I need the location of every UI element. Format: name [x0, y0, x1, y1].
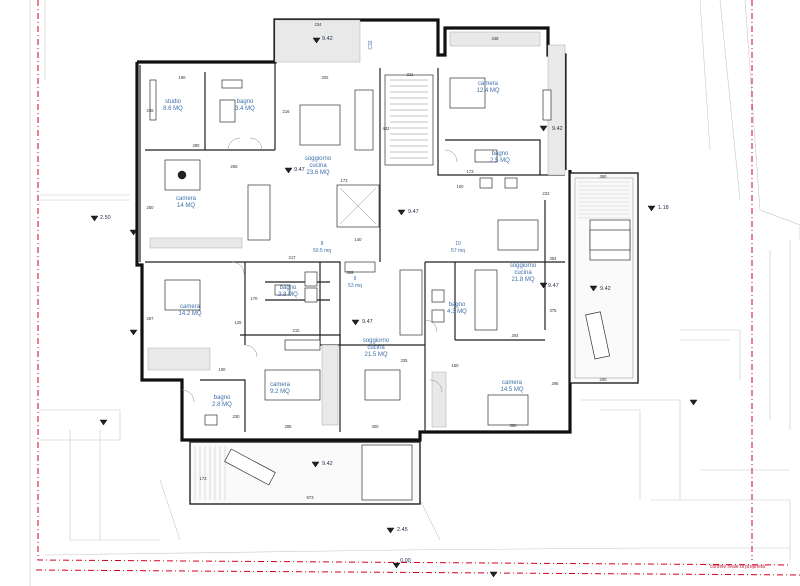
- dim-170: 170: [251, 296, 259, 301]
- room-soggiorno-a-area: 23.6 MQ: [306, 170, 329, 176]
- room-camera-w-area: 14 MQ: [177, 203, 195, 209]
- dim-302: 302: [322, 75, 330, 80]
- dim-265: 265: [231, 164, 239, 169]
- dim-300: 300: [372, 424, 380, 429]
- elev-ground: 0.00: [400, 558, 411, 564]
- dim-125: 125: [235, 320, 243, 325]
- elev-center: 9.47: [362, 319, 373, 325]
- elev-bottom: 2.45: [397, 527, 408, 533]
- apt-tag-9: 9: [354, 276, 357, 282]
- property-boundary: confine reale di proprietà: [35, 0, 800, 576]
- interior-walls: [145, 62, 565, 432]
- dim-280: 280: [193, 143, 201, 148]
- room-camera-se-name: camera: [502, 380, 523, 386]
- dim-375: 375: [550, 308, 558, 313]
- elev-ne: 9.42: [552, 126, 563, 132]
- room-bagno-sw-area: 2.8 MQ: [212, 402, 232, 408]
- property-line-label: confine reale di proprietà: [710, 564, 765, 570]
- dim-369: 369: [347, 270, 355, 275]
- room-soggiorno-c-name2: cucina: [367, 345, 385, 351]
- elevation-markers: 9.42 9.47 9.47 9.42 9.47 9.47 9.42 9.42 …: [90, 36, 698, 578]
- dim-335: 335: [401, 358, 409, 363]
- dim-210: 210: [293, 328, 301, 333]
- dim-354: 354: [550, 256, 558, 261]
- room-bagno-ne-area: 2.5 MQ: [490, 158, 510, 164]
- dim-285: 285: [285, 424, 293, 429]
- furniture: [147, 31, 631, 486]
- room-camera-ne-name: camera: [478, 81, 499, 87]
- elev-right: 1.18: [658, 205, 669, 211]
- dim-211: 211: [407, 72, 414, 77]
- stair-core: [336, 74, 434, 273]
- dim-230: 230: [233, 414, 241, 419]
- room-labels: studio 8.6 MQ bagno 3.4 MQ soggiorno cuc…: [163, 81, 537, 408]
- room-studio-area: 8.6 MQ: [163, 106, 183, 112]
- room-soggiorno-e-name1: soggiorno: [510, 263, 537, 269]
- room-camera-w-name: camera: [176, 196, 197, 202]
- dim-150: 150: [452, 363, 460, 368]
- apt-tag-8-area: 50.5 mq: [313, 248, 331, 254]
- dim-200: 200: [600, 377, 608, 382]
- room-soggiorno-a-name1: soggiorno: [305, 156, 332, 162]
- room-camera-ne-area: 12.4 MQ: [476, 88, 499, 94]
- dim-304: 304: [512, 333, 520, 338]
- dim-216: 216: [283, 109, 291, 114]
- room-soggiorno-e-name2: cucina: [514, 270, 532, 276]
- dim-173: 173: [467, 169, 475, 174]
- elev-left: 2.50: [100, 215, 111, 221]
- dim-442: 442: [383, 126, 391, 131]
- dim-250: 250: [147, 205, 155, 210]
- dim-217: 217: [289, 255, 297, 260]
- room-bagno-c-name: bagno: [280, 285, 297, 291]
- room-studio-name: studio: [165, 99, 182, 105]
- dim-350: 350: [600, 174, 608, 179]
- apt-tag-10-area: 57 mq: [451, 248, 465, 254]
- dim-267: 267: [147, 316, 155, 321]
- elev-top: 9.42: [322, 36, 333, 42]
- dimension-labels: 234 211 348 190 302 236 350 280 216 173 …: [147, 22, 608, 500]
- room-soggiorno-c-name1: soggiorno: [363, 338, 390, 344]
- room-camera-sw-area: 14.2 MQ: [178, 311, 201, 317]
- dim-100b: 100: [219, 367, 227, 372]
- dim-295: 295: [552, 381, 560, 386]
- room-camera-sw-name: camera: [180, 304, 201, 310]
- dim-173c: 173: [200, 476, 208, 481]
- room-camera-c-area: 9.2 MQ: [270, 389, 290, 395]
- apt-tag-9-area: 53 mq: [348, 283, 362, 289]
- dim-222: 222: [543, 191, 551, 196]
- room-bagno-sw-name: bagno: [214, 395, 231, 401]
- dim-360: 360: [510, 423, 518, 428]
- dim-190: 190: [179, 75, 187, 80]
- dim-140: 140: [355, 237, 363, 242]
- dim-100: 100: [457, 184, 465, 189]
- apartment-tags: 8 50.5 mq 9 53 mq 10 57 mq C32: [313, 40, 465, 289]
- room-bagno-e-area: 4.3 MQ: [447, 309, 467, 315]
- room-soggiorno-c-area: 21.5 MQ: [364, 352, 387, 358]
- elev-stair: 9.47: [408, 209, 419, 215]
- room-camera-c-name: camera: [270, 382, 291, 388]
- dim-236: 236: [147, 108, 155, 113]
- elev-east: 9.47: [548, 283, 559, 289]
- room-bagno-ne-name: bagno: [492, 151, 509, 157]
- door-swings: [181, 137, 458, 403]
- room-soggiorno-e-area: 21.8 MQ: [511, 277, 534, 283]
- apt-tag-10: 10: [455, 241, 461, 247]
- apt-tag-8: 8: [321, 241, 324, 247]
- room-bagno-c-area: 3.8 MQ: [278, 292, 298, 298]
- elev-terrace-e: 9.42: [600, 286, 611, 292]
- elev-a: 9.47: [294, 167, 305, 173]
- dim-234: 234: [315, 22, 323, 27]
- dim-873: 873: [307, 495, 315, 500]
- c32-label: C32: [368, 40, 374, 49]
- room-bagno-e-name: bagno: [449, 302, 466, 308]
- room-camera-se-area: 14.5 MQ: [500, 387, 523, 393]
- dim-173b: 173: [341, 178, 349, 183]
- dim-348: 348: [492, 36, 500, 41]
- room-bagno-a-name: bagno: [237, 99, 254, 105]
- elev-terrace-s: 9.42: [322, 461, 333, 467]
- room-bagno-a-area: 3.4 MQ: [235, 106, 255, 112]
- room-soggiorno-a-name2: cucina: [309, 163, 327, 169]
